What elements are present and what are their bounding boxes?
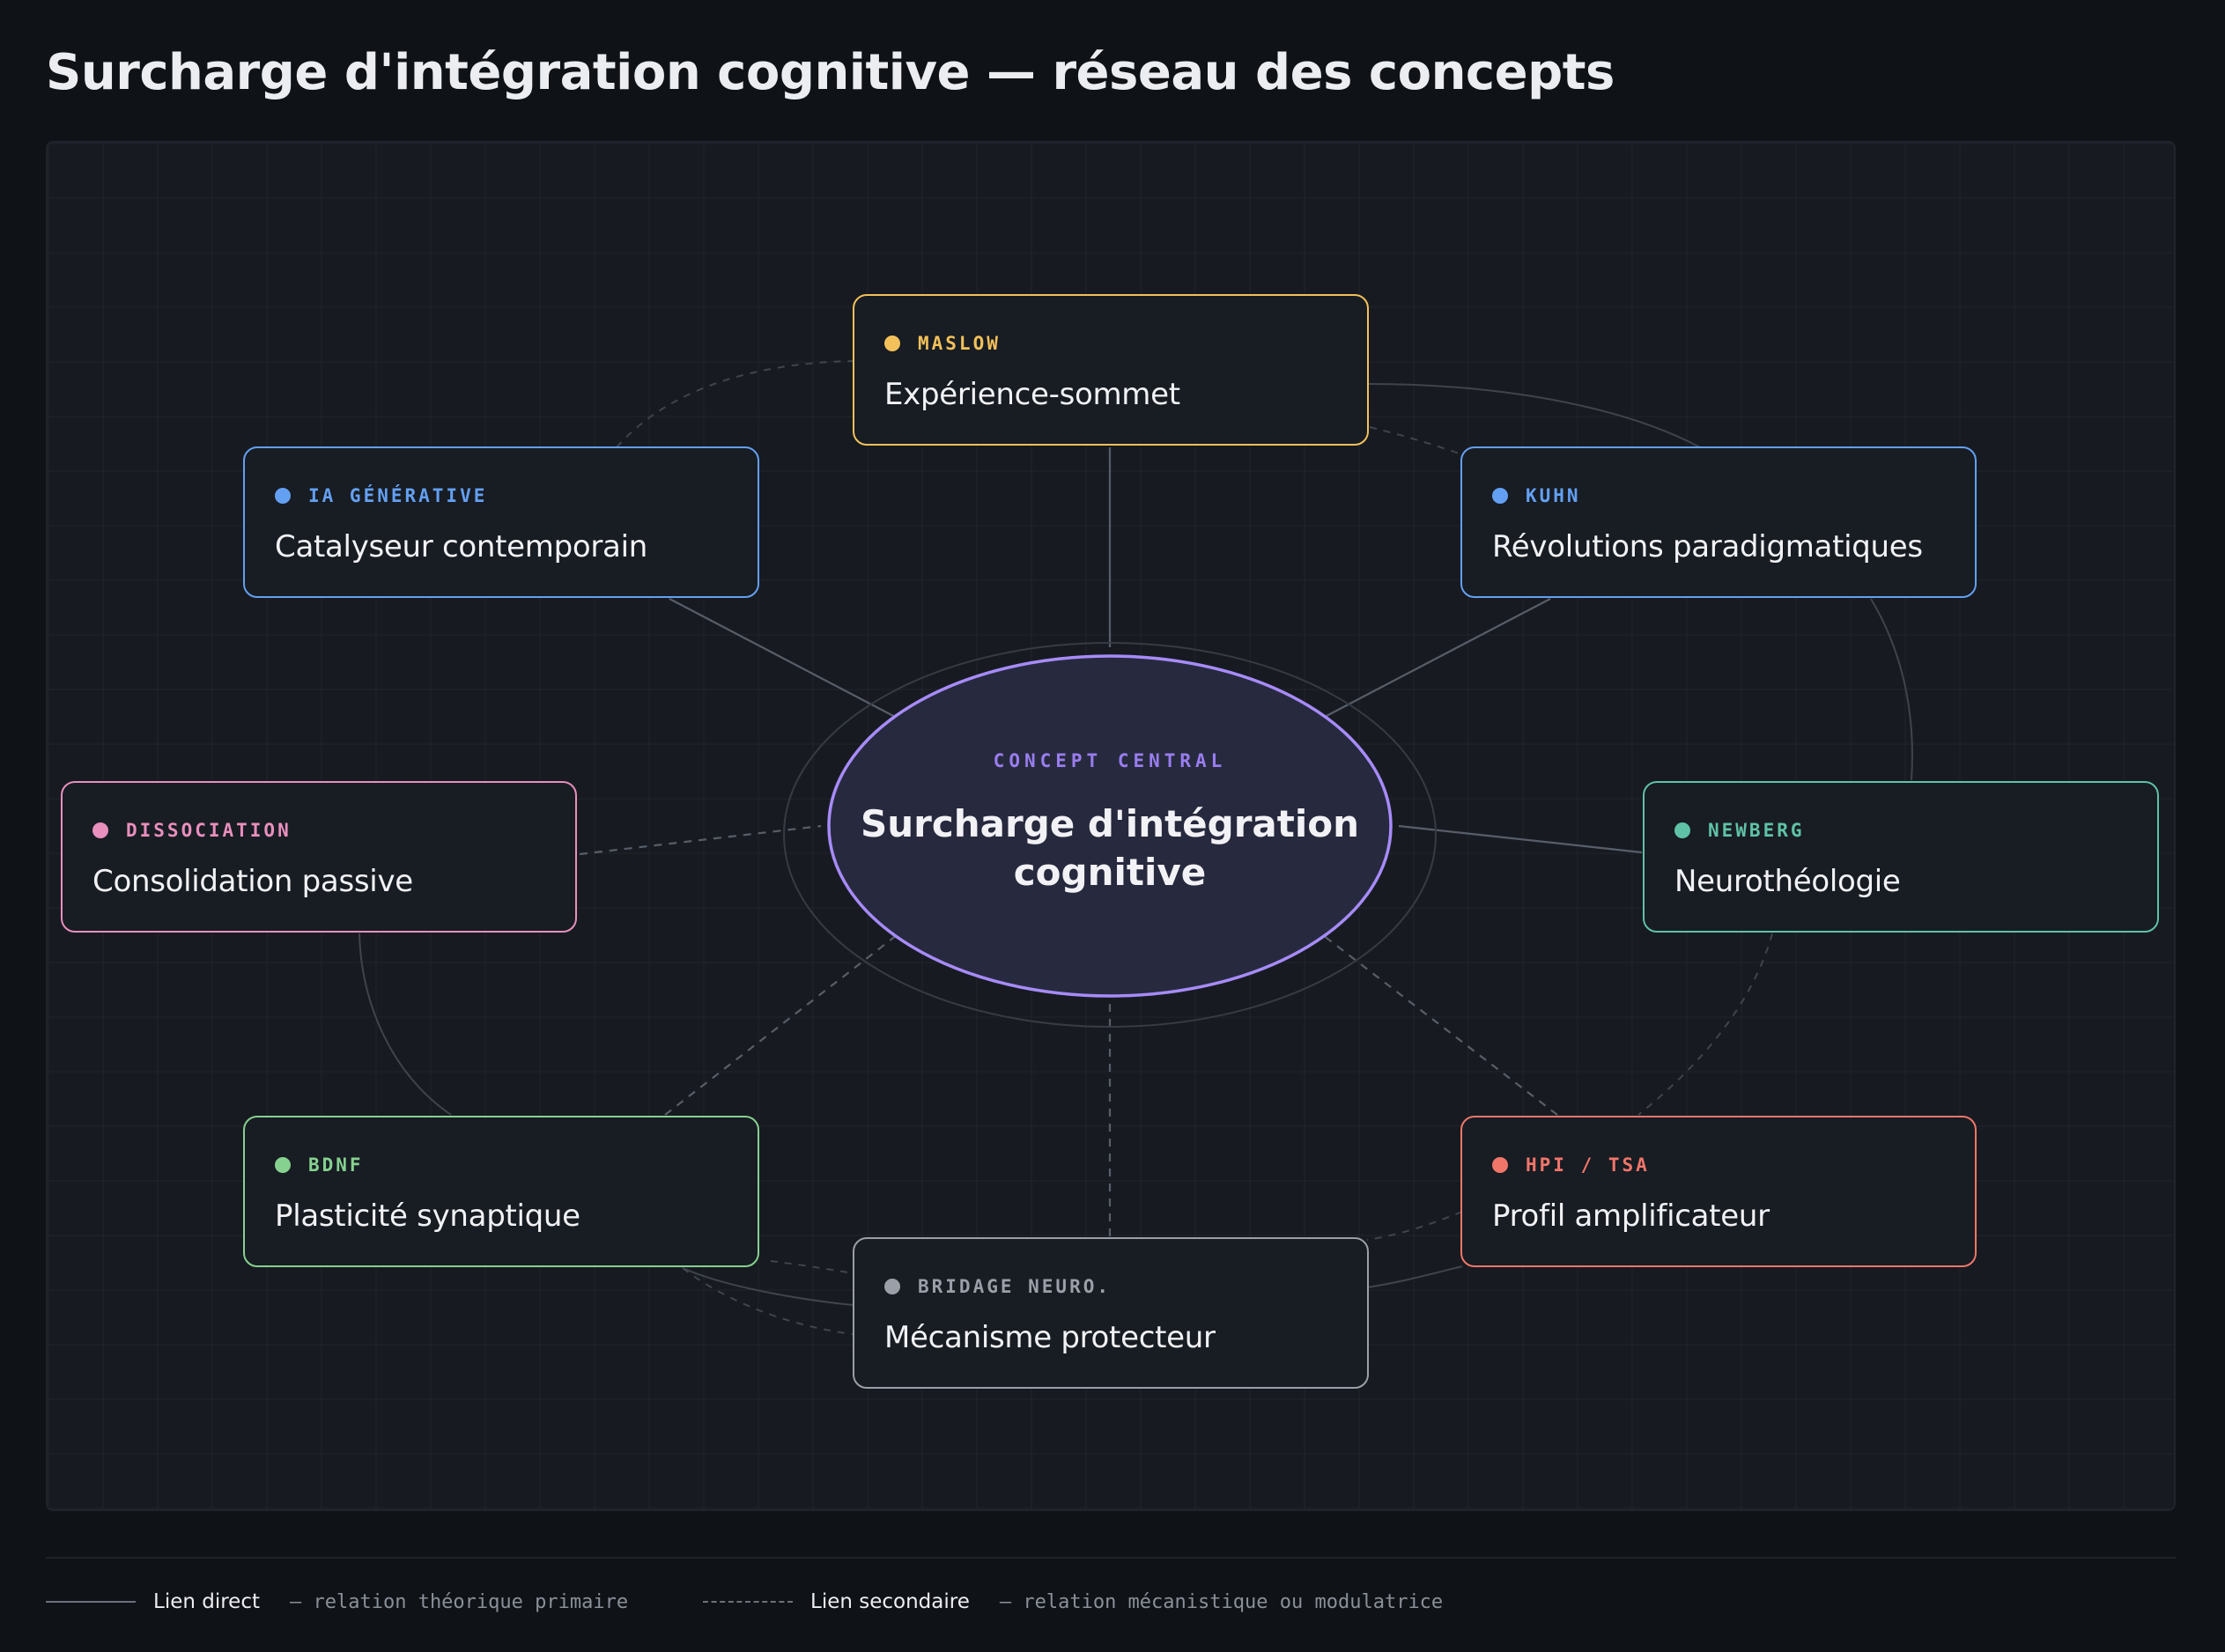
central-label-line2: cognitive	[1013, 851, 1207, 894]
node-tag-text: IA GÉNÉRATIVE	[308, 485, 488, 506]
node-label: Catalyseur contemporain	[275, 529, 647, 564]
node-label: Mécanisme protecteur	[884, 1320, 1216, 1355]
category-dot-icon	[92, 822, 108, 838]
central-tag: CONCEPT CENTRAL	[993, 750, 1227, 771]
node-tag-text: BRIDAGE NEURO.	[918, 1276, 1112, 1297]
node-tag: HPI / TSA	[1492, 1154, 1650, 1176]
solid-line-icon	[46, 1601, 136, 1603]
node-tag: KUHN	[1492, 485, 1581, 506]
node-ia-generative[interactable]: IA GÉNÉRATIVE Catalyseur contemporain	[243, 446, 759, 598]
legend-divider	[46, 1557, 2176, 1559]
node-hpi-tsa[interactable]: HPI / TSA Profil amplificateur	[1460, 1116, 1977, 1267]
node-tag-text: DISSOCIATION	[126, 820, 292, 841]
dashed-line-icon	[703, 1601, 793, 1603]
node-tag-text: NEWBERG	[1708, 820, 1805, 841]
category-dot-icon	[884, 336, 900, 351]
node-tag-text: HPI / TSA	[1526, 1154, 1650, 1176]
node-label: Révolutions paradigmatiques	[1492, 529, 1923, 564]
legend-secondary-desc: — relation mécanistique ou modulatrice	[999, 1590, 1444, 1613]
category-dot-icon	[1492, 488, 1508, 504]
node-label: Expérience-sommet	[884, 377, 1180, 412]
legend-secondary: Lien secondaire — relation mécanistique …	[703, 1590, 1443, 1613]
node-tag: IA GÉNÉRATIVE	[275, 485, 487, 506]
category-dot-icon	[1674, 822, 1690, 838]
node-dissociation[interactable]: DISSOCIATION Consolidation passive	[61, 781, 577, 933]
node-tag: BRIDAGE NEURO.	[884, 1276, 1111, 1297]
legend-direct-label: Lien direct	[153, 1590, 260, 1613]
node-tag: NEWBERG	[1674, 820, 1805, 841]
node-label: Consolidation passive	[92, 864, 413, 899]
node-bridage[interactable]: BRIDAGE NEURO. Mécanisme protecteur	[853, 1237, 1369, 1389]
page-title: Surcharge d'intégration cognitive — rése…	[46, 44, 1615, 101]
node-tag-text: BDNF	[308, 1154, 364, 1176]
category-dot-icon	[275, 1157, 291, 1173]
node-bdnf[interactable]: BDNF Plasticité synaptique	[243, 1116, 759, 1267]
central-label-line1: Surcharge d'intégration	[860, 802, 1359, 845]
node-tag: MASLOW	[884, 333, 1001, 354]
node-tag-text: KUHN	[1526, 485, 1581, 506]
node-newberg[interactable]: NEWBERG Neurothéologie	[1643, 781, 2159, 933]
node-label: Neurothéologie	[1674, 864, 1901, 899]
node-tag-text: MASLOW	[918, 333, 1001, 354]
node-maslow[interactable]: MASLOW Expérience-sommet	[853, 294, 1369, 446]
node-kuhn[interactable]: KUHN Révolutions paradigmatiques	[1460, 446, 1977, 598]
legend-secondary-label: Lien secondaire	[810, 1590, 970, 1613]
legend-direct-desc: — relation théorique primaire	[290, 1590, 629, 1613]
node-tag: BDNF	[275, 1154, 364, 1176]
central-label[interactable]: Surcharge d'intégration cognitive	[821, 800, 1399, 896]
category-dot-icon	[275, 488, 291, 504]
node-label: Plasticité synaptique	[275, 1198, 580, 1234]
legend-direct: Lien direct — relation théorique primair…	[46, 1590, 628, 1613]
category-dot-icon	[1492, 1157, 1508, 1173]
node-label: Profil amplificateur	[1492, 1198, 1770, 1234]
node-tag: DISSOCIATION	[92, 820, 292, 841]
category-dot-icon	[884, 1279, 900, 1294]
